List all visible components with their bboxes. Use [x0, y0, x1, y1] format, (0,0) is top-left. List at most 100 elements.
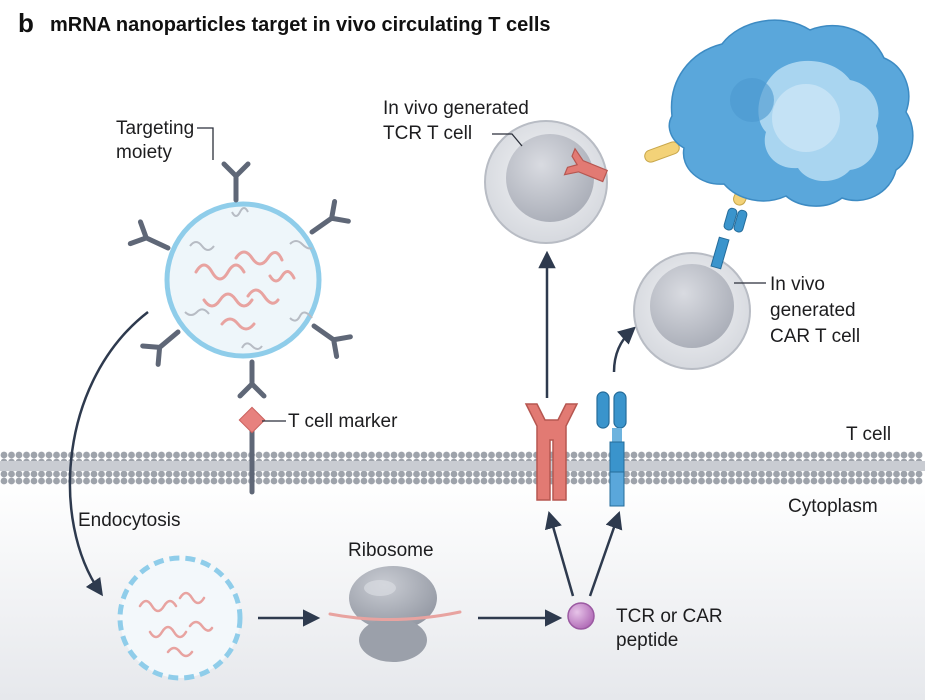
- lipid-head: [450, 470, 458, 478]
- lipid-head: [488, 477, 495, 485]
- lipid-head: [90, 470, 98, 478]
- lipid-head: [585, 470, 593, 478]
- lipid-head: [75, 451, 83, 459]
- lipid-head: [660, 470, 668, 478]
- lipid-head: [30, 470, 38, 478]
- lipid-head: [338, 470, 345, 478]
- lipid-head: [15, 477, 23, 485]
- lipid-head: [165, 477, 173, 485]
- lipid-head: [150, 470, 158, 478]
- lipid-head: [660, 477, 668, 485]
- lipid-head: [323, 451, 330, 459]
- arrow-to-car: [588, 511, 623, 597]
- lipid-head: [375, 470, 383, 478]
- lipid-head: [585, 477, 593, 485]
- lipid-head: [698, 477, 705, 485]
- lipid-head: [218, 451, 225, 459]
- lipid-head: [878, 451, 885, 459]
- lipid-head: [420, 470, 428, 478]
- lipid-head: [510, 470, 518, 478]
- lipid-head: [795, 477, 803, 485]
- lipid-head: [833, 470, 840, 478]
- t-cell-marker: [238, 406, 266, 495]
- lipid-head: [203, 470, 210, 478]
- car-receptor: [596, 391, 627, 507]
- lipid-head: [135, 477, 143, 485]
- lipid-head: [398, 451, 405, 459]
- lipid-head: [120, 477, 128, 485]
- lipid-head: [195, 477, 203, 485]
- lipid-head: [503, 477, 510, 485]
- lipid-head: [503, 451, 510, 459]
- lipid-head: [98, 451, 105, 459]
- lipid-head: [525, 477, 533, 485]
- lipid-head: [818, 477, 825, 485]
- tcr-t-cell: [484, 120, 608, 244]
- lipid-head: [713, 477, 720, 485]
- lipid-head: [435, 477, 443, 485]
- lipid-head: [600, 477, 608, 485]
- lipid-head: [203, 451, 210, 459]
- lipid-head: [458, 451, 465, 459]
- lipid-head: [750, 451, 758, 459]
- lipid-head: [210, 477, 218, 485]
- lipid-head: [443, 470, 450, 478]
- lipid-head: [638, 470, 645, 478]
- lipid-head: [345, 451, 353, 459]
- lipid-head: [53, 470, 60, 478]
- lipid-head: [645, 451, 653, 459]
- lipid-head: [435, 470, 443, 478]
- lipid-head: [458, 477, 465, 485]
- lipid-head: [263, 470, 270, 478]
- lipid-head: [465, 477, 473, 485]
- lipid-head: [255, 477, 263, 485]
- lipid-head: [728, 470, 735, 478]
- lipid-head: [135, 451, 143, 459]
- lipid-head: [143, 451, 150, 459]
- lipid-head: [803, 470, 810, 478]
- lipid-head: [735, 451, 743, 459]
- lipid-head: [195, 451, 203, 459]
- lipid-head: [210, 470, 218, 478]
- label-tcr-cell-2: TCR T cell: [383, 123, 472, 144]
- lipid-head: [488, 451, 495, 459]
- lipid-head: [143, 477, 150, 485]
- lipid-head: [623, 451, 630, 459]
- antigen-1: [644, 141, 680, 163]
- lipid-head: [705, 451, 713, 459]
- lipid-head: [503, 470, 510, 478]
- lipid-head: [158, 470, 165, 478]
- car-surface-receptor: [710, 207, 748, 270]
- lipid-head: [458, 470, 465, 478]
- lipid-head: [720, 451, 728, 459]
- lipid-head: [60, 477, 68, 485]
- lipid-head: [113, 470, 120, 478]
- lipid-head: [420, 451, 428, 459]
- lipid-head: [720, 470, 728, 478]
- lipid-head: [525, 451, 533, 459]
- lipid-head: [150, 477, 158, 485]
- lipid-head: [668, 451, 675, 459]
- lipid-head: [390, 477, 398, 485]
- lipid-head: [38, 470, 45, 478]
- lipid-head: [743, 470, 750, 478]
- lipid-head: [848, 451, 855, 459]
- lipid-head: [900, 477, 908, 485]
- lipid-head: [188, 451, 195, 459]
- lipid-head: [818, 470, 825, 478]
- lipid-head: [870, 470, 878, 478]
- lipid-head: [383, 451, 390, 459]
- lipid-head: [758, 470, 765, 478]
- lipid-head: [878, 470, 885, 478]
- lipid-head: [855, 477, 863, 485]
- lipid-head: [623, 477, 630, 485]
- lipid-head: [53, 451, 60, 459]
- lipid-head: [83, 470, 90, 478]
- lipid-head: [128, 470, 135, 478]
- lipid-head: [863, 477, 870, 485]
- lipid-head: [90, 477, 98, 485]
- lipid-head: [600, 470, 608, 478]
- lipid-head: [735, 470, 743, 478]
- lipid-head: [863, 470, 870, 478]
- lipid-head: [675, 470, 683, 478]
